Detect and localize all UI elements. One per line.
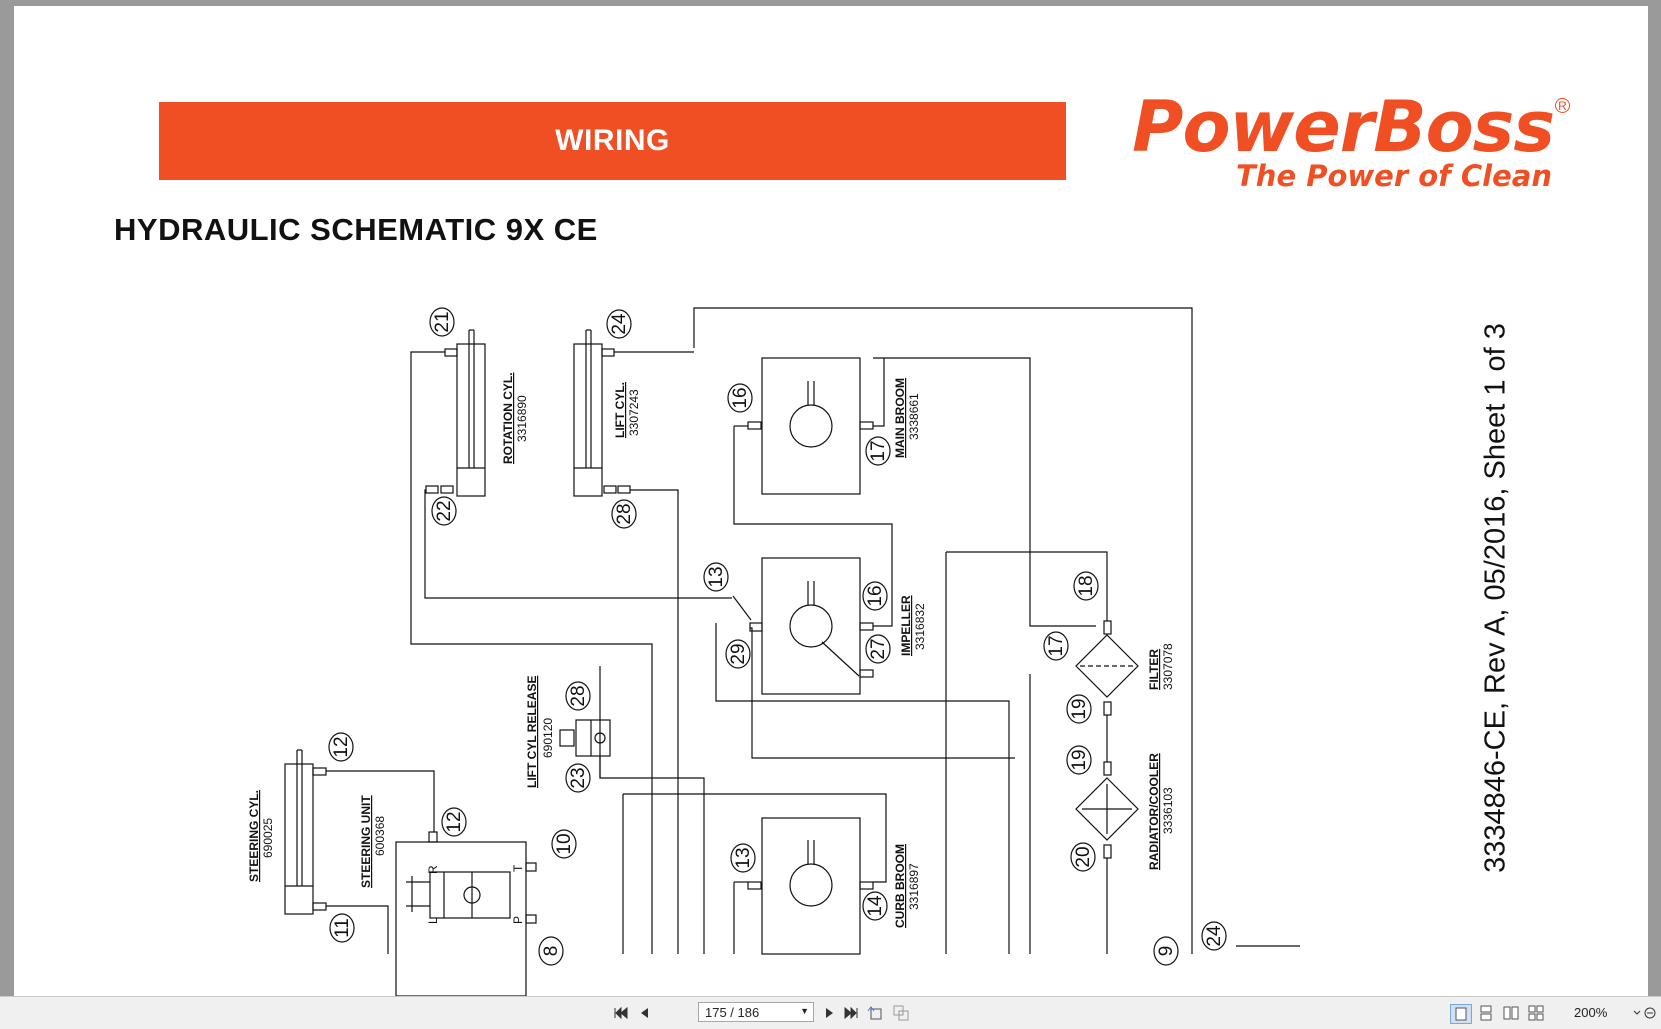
- callout-23: 23: [568, 767, 589, 788]
- lift-cyl-body: [573, 343, 603, 497]
- lift-cyl-part: 3307243: [627, 389, 641, 436]
- callout-11: 11: [332, 918, 353, 938]
- document-page: WIRING PowerBoss R The Power of Clean HY…: [14, 6, 1648, 996]
- steering-cyl-part: 690025: [261, 818, 275, 858]
- filter-symbol: [1075, 634, 1139, 698]
- steering-cyl-body: [284, 763, 314, 915]
- callout-8: 8: [541, 946, 562, 957]
- steering-unit-box: [395, 841, 527, 996]
- facing-continuous-icon[interactable]: [1527, 1004, 1545, 1022]
- single-page-icon[interactable]: [1450, 1004, 1472, 1024]
- page-title: HYDRAULIC SCHEMATIC 9X CE: [114, 212, 598, 247]
- radiator-symbol: [1075, 777, 1139, 841]
- page-indicator: 175 / 186: [705, 1004, 760, 1020]
- callout-12: 12: [331, 736, 352, 757]
- continuous-icon[interactable]: [1477, 1004, 1495, 1022]
- return-line: [693, 307, 1193, 954]
- callout-16: 16: [730, 387, 751, 408]
- callout-13: 13: [733, 847, 754, 868]
- main-broom-box: [761, 357, 861, 495]
- main-broom-label: MAIN BROOM: [893, 378, 907, 458]
- steering-unit-label: STEERING UNIT: [359, 795, 373, 888]
- lift-cyl-label: LIFT CYL.: [613, 382, 627, 438]
- port-r: R: [426, 865, 440, 874]
- brand-tagline: The Power of Clean: [1236, 159, 1552, 193]
- radiator-cooler-part: 3336103: [1161, 787, 1175, 834]
- fit-icon[interactable]: [892, 1004, 910, 1022]
- wiring-banner: WIRING: [159, 102, 1066, 180]
- callout-22: 22: [434, 500, 455, 521]
- lift-cyl-release-part: 690120: [541, 718, 555, 758]
- page-number-input[interactable]: 175 / 186 ▼: [698, 1002, 814, 1022]
- rotate-icon[interactable]: [866, 1004, 884, 1022]
- radiator-cooler-label: RADIATOR/COOLER: [1147, 753, 1161, 870]
- callout-13: 13: [706, 566, 727, 587]
- lift-cyl-release-label: LIFT CYL RELEASE: [525, 676, 539, 788]
- callout-19: 19: [1069, 698, 1090, 719]
- rotation-cyl-body: [456, 343, 486, 497]
- page-dropdown-icon[interactable]: ▼: [800, 1006, 809, 1016]
- callout-12: 12: [444, 811, 465, 832]
- first-page-icon[interactable]: [612, 1004, 630, 1022]
- main-broom-part: 3338661: [907, 393, 921, 440]
- callout-9: 9: [1156, 946, 1177, 957]
- hydraulic-schematic: 21 24 22 28 16 17 13 29 16 27 18 17 19 1…: [247, 307, 1300, 996]
- port-p: P: [511, 916, 525, 924]
- rotation-cyl-label: ROTATION CYL.: [501, 372, 515, 464]
- callout-17: 17: [868, 440, 889, 461]
- rotation-cyl-part: 3316890: [515, 395, 529, 442]
- next-page-icon[interactable]: [822, 1004, 838, 1022]
- impeller-label: IMPELLER: [899, 595, 913, 656]
- banner-title: WIRING: [555, 124, 670, 157]
- callout-20: 20: [1073, 846, 1094, 867]
- curb-broom-label: CURB BROOM: [893, 844, 907, 928]
- facing-icon[interactable]: [1502, 1004, 1520, 1022]
- steering-unit-part: 600368: [373, 816, 387, 856]
- callout-29: 29: [728, 643, 749, 664]
- steering-cyl-label: STEERING CYL.: [247, 790, 261, 882]
- port-l: L: [426, 917, 440, 924]
- callout-24: 24: [1204, 925, 1225, 947]
- brand-name: PowerBoss: [1132, 86, 1555, 168]
- callout-17: 17: [1046, 635, 1067, 656]
- curb-broom-box: [761, 817, 861, 955]
- registered-mark: R: [1555, 98, 1570, 113]
- callout-28: 28: [568, 685, 589, 706]
- powerboss-logo: PowerBoss R The Power of Clean: [1082, 92, 1572, 198]
- callout-21: 21: [432, 311, 453, 332]
- callout-28: 28: [614, 503, 635, 524]
- callout-10: 10: [554, 833, 575, 854]
- impeller-box: [761, 557, 861, 695]
- callout-14: 14: [865, 895, 886, 917]
- curb-broom-part: 3316897: [907, 863, 921, 910]
- pdf-viewer-toolbar: 175 / 186 ▼ 200%: [0, 996, 1661, 1029]
- lift-cyl-release-valve: [575, 719, 611, 757]
- filter-label: FILTER: [1147, 649, 1161, 690]
- port-t: T: [511, 864, 525, 872]
- callout-16: 16: [865, 585, 886, 606]
- callout-27: 27: [868, 638, 889, 659]
- impeller-part: 3316832: [913, 603, 927, 650]
- prev-page-icon[interactable]: [636, 1004, 652, 1022]
- zoom-level[interactable]: 200%: [1574, 1005, 1608, 1020]
- zoom-icon[interactable]: [1632, 1004, 1658, 1022]
- callout-19: 19: [1069, 749, 1090, 770]
- filter-part: 3307078: [1161, 643, 1175, 690]
- callout-24: 24: [609, 313, 630, 335]
- callout-18: 18: [1076, 575, 1097, 596]
- last-page-icon[interactable]: [842, 1004, 860, 1022]
